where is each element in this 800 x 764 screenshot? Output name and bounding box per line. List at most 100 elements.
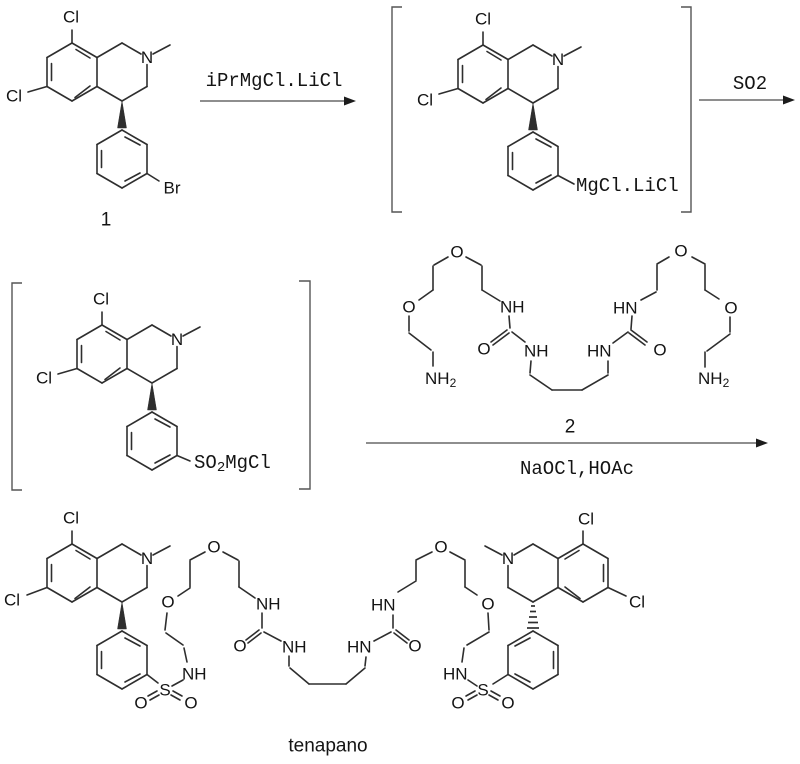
bond xyxy=(461,647,465,663)
group-label-mgcl-licl: MgCl.LiCl xyxy=(576,175,679,197)
bond xyxy=(171,679,184,687)
bond xyxy=(96,42,123,59)
atom-label-o: O xyxy=(724,299,737,318)
bond xyxy=(146,172,160,182)
bond xyxy=(449,551,466,561)
atom-label-s: S xyxy=(159,681,170,700)
bond xyxy=(46,586,73,603)
atom-label-s: S xyxy=(477,681,488,700)
bracket xyxy=(299,280,311,490)
stereo-wedge-solid xyxy=(117,601,127,630)
atom-label-o: O xyxy=(451,694,464,713)
bond xyxy=(582,543,609,560)
bond xyxy=(176,454,191,462)
bond xyxy=(151,367,178,384)
atom-label-o: O xyxy=(402,298,415,317)
atom-label-o: O xyxy=(207,538,220,557)
bond xyxy=(465,256,482,266)
bond xyxy=(532,44,553,57)
bond xyxy=(189,551,206,561)
bond xyxy=(529,360,532,374)
bond xyxy=(170,694,181,701)
bond xyxy=(467,679,478,687)
bond xyxy=(457,87,484,104)
bond xyxy=(490,329,508,343)
compound-2-number: 2 xyxy=(565,417,576,438)
bond xyxy=(490,690,501,697)
stereo-wedge-solid xyxy=(528,102,538,131)
bond xyxy=(222,551,239,561)
bond xyxy=(485,87,502,101)
atom-label-nh: NH xyxy=(182,665,207,684)
atom-label-o: O xyxy=(408,637,421,656)
bond xyxy=(507,131,534,148)
bond xyxy=(457,44,484,61)
bond xyxy=(154,418,171,428)
bond xyxy=(535,138,552,148)
bond xyxy=(124,673,141,683)
bond xyxy=(76,367,103,384)
atom-label-o: O xyxy=(674,242,687,261)
bond xyxy=(507,630,534,647)
bond xyxy=(121,42,142,55)
bond xyxy=(124,136,141,146)
bond xyxy=(656,256,670,265)
bond xyxy=(71,85,98,102)
bond xyxy=(564,549,580,560)
atom-label-o: O xyxy=(481,595,494,614)
atom-label-nh: NH xyxy=(500,298,525,317)
atom-label-n: N xyxy=(552,50,564,69)
bond xyxy=(177,587,191,597)
atom-label-nh: NH xyxy=(256,595,281,614)
atom-label-cl: Cl xyxy=(475,10,491,29)
bond xyxy=(105,330,121,341)
atom-label-n: N xyxy=(171,330,183,349)
bond xyxy=(433,256,449,266)
atom-label-o: O xyxy=(477,340,490,359)
bond xyxy=(408,332,432,351)
bond xyxy=(466,631,490,646)
bond xyxy=(96,172,123,189)
bond xyxy=(507,87,534,104)
bond xyxy=(393,632,408,644)
atom-label-o: O xyxy=(450,243,463,262)
bond xyxy=(557,586,584,603)
atom-label-nh: NH xyxy=(282,638,307,657)
atom-label-n: N xyxy=(141,48,153,67)
bond xyxy=(74,586,91,600)
atom-label-cl: Cl xyxy=(63,8,79,27)
bond xyxy=(172,690,183,697)
atom-label-cl: Cl xyxy=(36,369,52,388)
stereo-wedge-solid xyxy=(117,100,127,129)
bond xyxy=(152,44,171,55)
bond xyxy=(96,129,123,146)
bond xyxy=(126,367,153,384)
bond xyxy=(532,131,559,148)
bond xyxy=(630,315,633,330)
bond xyxy=(96,586,123,603)
reaction-arrow-head xyxy=(344,96,356,106)
bond xyxy=(151,411,178,428)
bond xyxy=(46,543,73,560)
group-label-so2mgcl: SO2MgCl xyxy=(194,452,271,476)
bond xyxy=(514,673,531,683)
bond xyxy=(96,543,123,560)
bond xyxy=(704,289,720,300)
bond xyxy=(465,690,476,697)
bond xyxy=(149,694,160,701)
bond xyxy=(364,656,367,667)
atom-label-hn: HN xyxy=(443,665,468,684)
bond xyxy=(467,694,478,701)
bond xyxy=(27,85,48,93)
bond xyxy=(289,667,310,685)
reagent-step1: iPrMgCl.LiCl xyxy=(206,70,343,92)
bond xyxy=(507,586,534,603)
bond xyxy=(488,694,499,701)
bond xyxy=(101,367,128,384)
bond xyxy=(706,333,731,352)
bond xyxy=(628,332,646,346)
bond xyxy=(96,673,123,690)
bond xyxy=(630,329,648,343)
bond xyxy=(247,632,262,644)
bond xyxy=(76,324,103,341)
